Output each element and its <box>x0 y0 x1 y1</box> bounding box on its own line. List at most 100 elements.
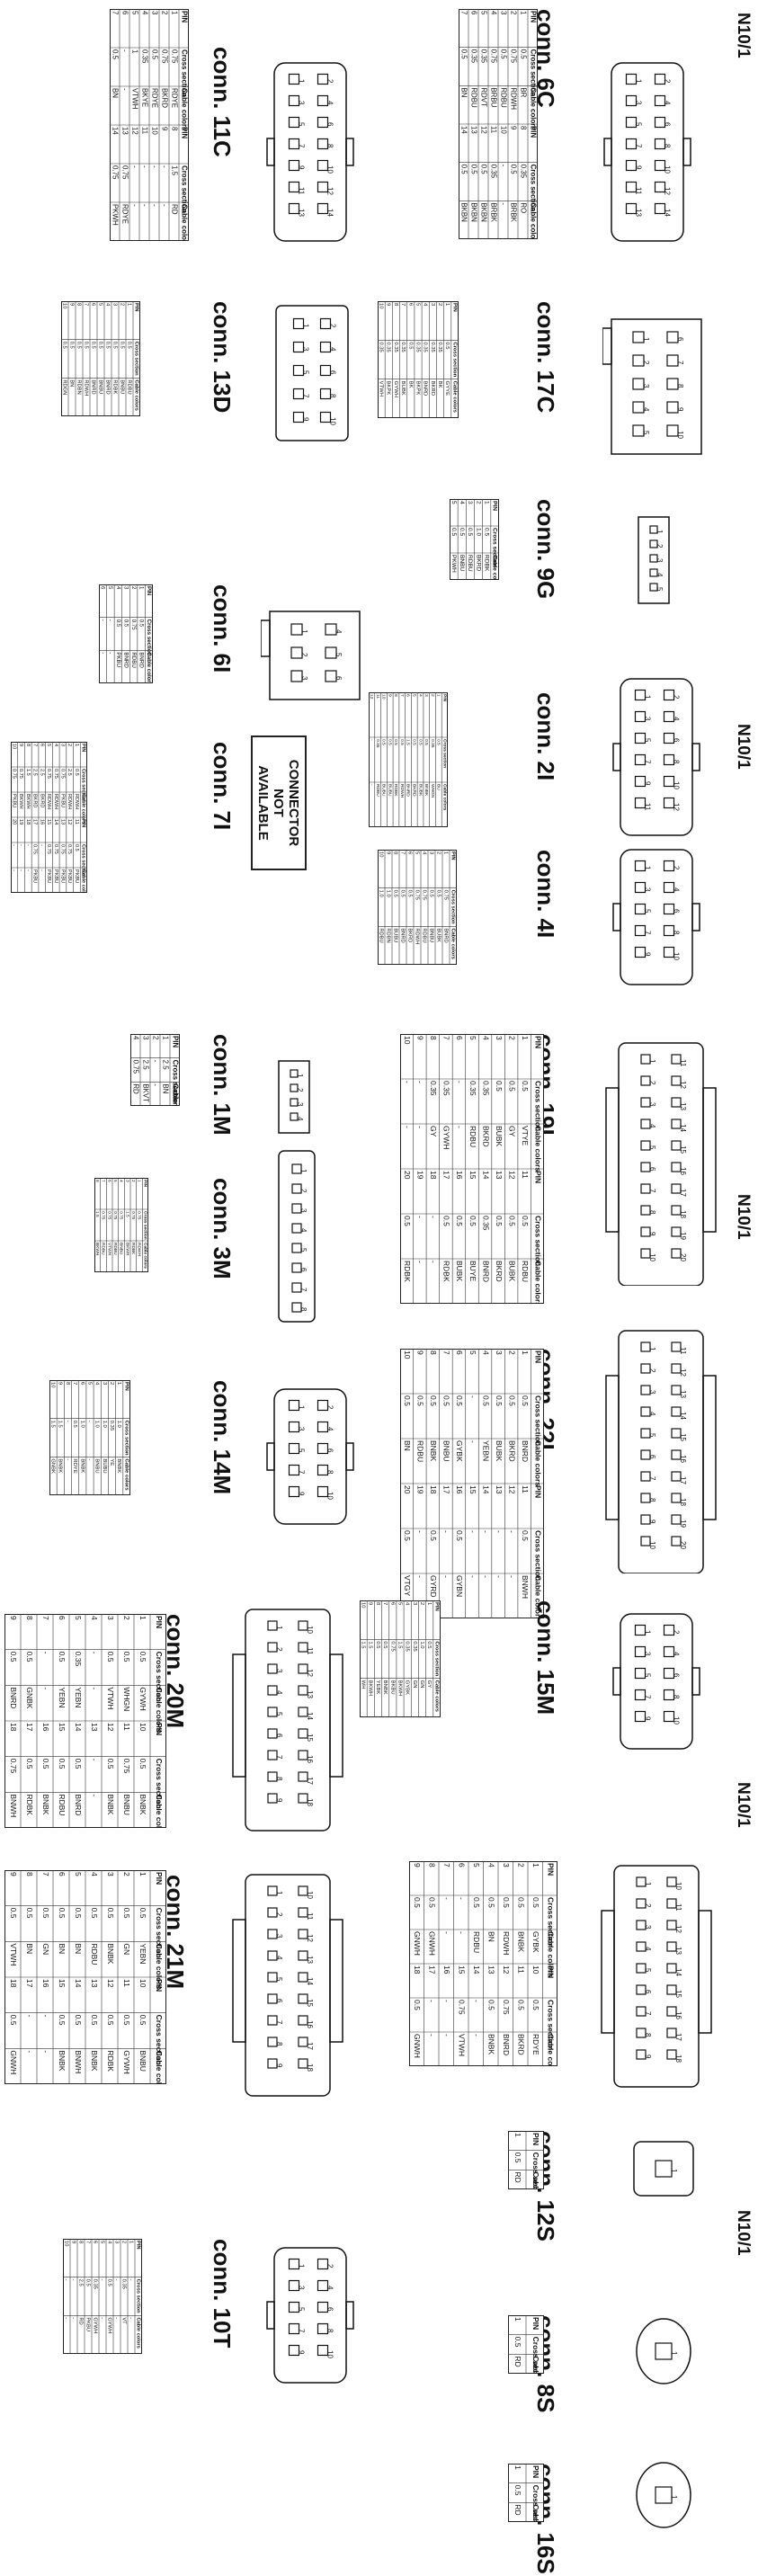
table-cell: 2 <box>120 2241 126 2243</box>
table-cell: 1 <box>138 1872 147 1876</box>
connector-title: conn. 9G <box>532 499 559 600</box>
pin-cavity <box>291 1183 302 1194</box>
table-cell: 0.5 <box>106 1652 115 1662</box>
table-header-cell: Cable colors <box>171 1083 179 1106</box>
table-cell: 8 <box>393 303 398 307</box>
table-cell: VTWH <box>9 1943 18 1965</box>
table-cell: 17 <box>442 1485 451 1494</box>
pin-cavity <box>634 1689 647 1701</box>
table-header-cell: Cross section <box>533 1395 542 1446</box>
pin-number: 3 <box>642 384 650 388</box>
table-cell: 12 <box>130 127 138 135</box>
pin-number: 13 <box>298 209 306 217</box>
table-header-cell: Cable colors <box>81 869 86 893</box>
pin-number: 9 <box>648 1520 656 1524</box>
pin-cavity <box>291 1163 302 1174</box>
table-cell: 0.35 <box>412 1641 417 1652</box>
table-header-cell: Cable colors <box>492 555 498 580</box>
table-cell: 1.5 <box>124 1211 129 1217</box>
table-cell: 5 <box>397 1602 402 1606</box>
table-cell: BNBK <box>90 2050 99 2071</box>
table-cell: BUBK <box>455 1261 464 1281</box>
table-cell: RDBU <box>375 784 380 797</box>
table-header-cell: Cross section <box>133 342 138 377</box>
table-cell: 3 <box>102 1382 107 1386</box>
table-cell: RDGN <box>61 379 67 395</box>
table-cell: 1.0 <box>419 1641 424 1649</box>
pin-number: 5 <box>299 1248 308 1252</box>
table-cell: 1.5 <box>361 1641 366 1649</box>
table-cell: 0.75 <box>106 1211 111 1220</box>
pin-cavity <box>288 1464 300 1476</box>
pin-cavity <box>634 1645 647 1658</box>
pin-number: 3 <box>648 1102 656 1107</box>
table-cell: - <box>458 1931 467 1934</box>
table-cell: 0.75 <box>160 49 168 64</box>
table-cell: 8 <box>65 1382 70 1386</box>
table-cell: 9 <box>385 851 390 854</box>
pin-number: 6 <box>326 2307 334 2312</box>
table-cell: 14 <box>53 819 58 824</box>
table-cell: BR <box>519 87 527 97</box>
table-cell: RDYE <box>170 88 178 108</box>
pin-number: 4 <box>673 717 681 721</box>
table-cell: 16 <box>455 1171 464 1180</box>
table-cell: 4 <box>90 1872 99 1876</box>
table-cell: 0.5 <box>25 1759 34 1769</box>
table-cell: BNBU <box>428 928 433 942</box>
pin-number: 9 <box>298 165 306 170</box>
pin-number: 2 <box>673 1630 681 1635</box>
pin-cavity <box>292 388 305 400</box>
table-frame <box>130 1034 180 1106</box>
pin-cavity <box>666 2028 677 2038</box>
pin-number: 4 <box>326 101 334 105</box>
pin-cavity <box>298 1929 308 1939</box>
table-cell: 0.5 <box>479 165 487 175</box>
table-cell: - <box>65 1458 70 1460</box>
pin-cavity <box>663 881 675 894</box>
pin-number: 9 <box>676 407 684 412</box>
pin-number: 7 <box>635 144 643 148</box>
pin-cavity <box>267 1907 278 1918</box>
pin-number: 18 <box>674 2055 682 2063</box>
pin-cavity <box>671 1226 682 1237</box>
table-cell: 15 <box>58 1979 67 1988</box>
table-cell: RDBU <box>112 1243 118 1255</box>
pin-number: 3 <box>275 1669 283 1673</box>
table-cell: 12 <box>479 126 487 134</box>
table-cell: 0.75 <box>170 49 178 64</box>
table-cell: RDBK <box>25 1794 34 1815</box>
table-cell: 7 <box>399 694 405 697</box>
table-header-cell: Cable colors <box>533 1440 542 1486</box>
pin-number: 1 <box>635 79 643 84</box>
pin-cavity <box>666 424 679 437</box>
table-header-cell: Cross section <box>180 49 188 96</box>
table-cell: - <box>458 1897 467 1900</box>
connector-housing <box>633 2141 694 2197</box>
pin-number: 4 <box>275 1956 283 1960</box>
pin-cavity <box>317 116 329 129</box>
table-cell: BNRD <box>521 1440 530 1462</box>
table-cell: 12 <box>106 1979 115 1988</box>
pin-number: 2 <box>296 1088 304 1092</box>
table-cell: 12 <box>507 1171 516 1180</box>
table-cell: RDBK <box>106 2050 115 2072</box>
table-cell: 0.75 <box>11 769 16 779</box>
table-cell: RDWH <box>502 1931 511 1955</box>
connector-latch <box>232 1919 246 2043</box>
table-cell: BNRD <box>104 379 110 394</box>
pin-number: 2 <box>673 866 681 870</box>
table-cell: - <box>140 204 148 207</box>
table-cell: BU <box>436 784 441 790</box>
table-cell: 13 <box>469 126 477 134</box>
pin-number: 1 <box>670 2351 678 2356</box>
pin-cavity <box>636 2049 647 2060</box>
table-cell: - <box>151 1083 159 1086</box>
table-cell: 6 <box>389 1602 395 1606</box>
table-cell: 0.5 <box>413 1897 422 1908</box>
pin-cavity <box>663 946 675 958</box>
table-cell: 1 <box>74 744 79 746</box>
pin-cavity <box>298 1642 308 1653</box>
